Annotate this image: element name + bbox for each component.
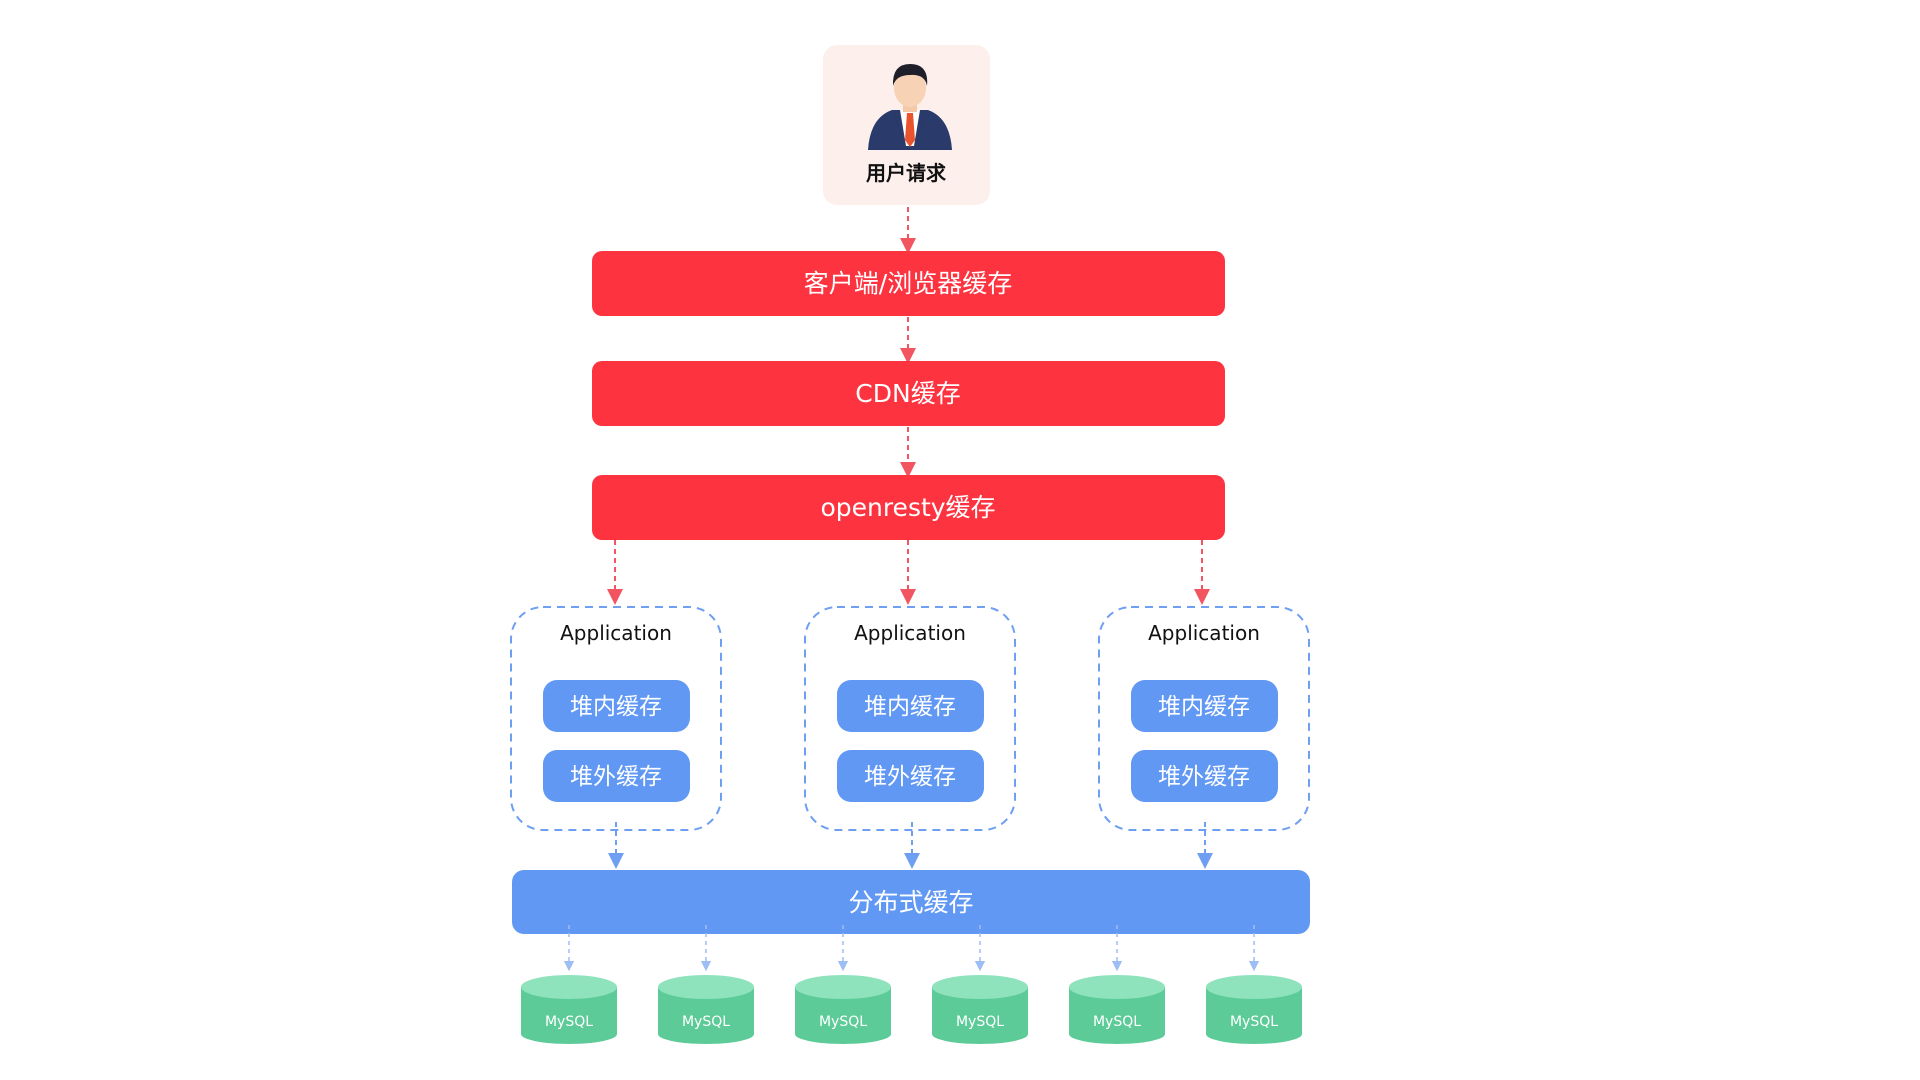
application-box-2: Application 堆内缓存 堆外缓存 xyxy=(804,606,1016,831)
heap-cache-label: 堆内缓存 xyxy=(1158,694,1250,720)
distributed-to-db-connectors xyxy=(563,925,1260,972)
application-title: Application xyxy=(560,621,672,645)
top-layer-connectors xyxy=(607,207,1210,605)
heap-cache-pill: 堆内缓存 xyxy=(1131,680,1278,732)
offheap-cache-label: 堆外缓存 xyxy=(570,764,662,790)
businessman-icon xyxy=(868,64,952,150)
application-title: Application xyxy=(1148,621,1260,645)
heap-cache-pill: 堆内缓存 xyxy=(837,680,984,732)
heap-cache-label: 堆内缓存 xyxy=(570,694,662,720)
application-box-1: Application 堆内缓存 堆外缓存 xyxy=(510,606,722,831)
client-browser-cache-layer: 客户端/浏览器缓存 xyxy=(592,251,1225,316)
openresty-cache-label: openresty缓存 xyxy=(820,493,995,522)
mysql-database-5: MySQL xyxy=(1069,975,1165,1044)
mysql-database-2: MySQL xyxy=(658,975,754,1044)
mysql-database-1: MySQL xyxy=(521,975,617,1044)
distributed-cache-label: 分布式缓存 xyxy=(848,888,973,917)
user-request-card: 用户请求 xyxy=(823,45,990,205)
mysql-label: MySQL xyxy=(682,1014,730,1030)
distributed-cache-layer: 分布式缓存 xyxy=(512,870,1310,934)
client-browser-cache-label: 客户端/浏览器缓存 xyxy=(804,269,1012,298)
mysql-label: MySQL xyxy=(956,1014,1004,1030)
heap-cache-pill: 堆内缓存 xyxy=(543,680,690,732)
mysql-label: MySQL xyxy=(1230,1014,1278,1030)
mysql-label: MySQL xyxy=(545,1014,593,1030)
mysql-label: MySQL xyxy=(1093,1014,1141,1030)
application-box-3: Application 堆内缓存 堆外缓存 xyxy=(1098,606,1310,831)
mysql-database-3: MySQL xyxy=(795,975,891,1044)
user-request-label: 用户请求 xyxy=(866,161,947,185)
app-to-distributed-connectors xyxy=(608,822,1213,869)
cdn-cache-label: CDN缓存 xyxy=(855,379,960,408)
offheap-cache-label: 堆外缓存 xyxy=(1158,764,1250,790)
openresty-cache-layer: openresty缓存 xyxy=(592,475,1225,540)
application-title: Application xyxy=(854,621,966,645)
offheap-cache-label: 堆外缓存 xyxy=(864,764,956,790)
cdn-cache-layer: CDN缓存 xyxy=(592,361,1225,426)
mysql-database-6: MySQL xyxy=(1206,975,1302,1044)
offheap-cache-pill: 堆外缓存 xyxy=(837,750,984,802)
offheap-cache-pill: 堆外缓存 xyxy=(543,750,690,802)
mysql-label: MySQL xyxy=(819,1014,867,1030)
offheap-cache-pill: 堆外缓存 xyxy=(1131,750,1278,802)
heap-cache-label: 堆内缓存 xyxy=(864,694,956,720)
mysql-database-4: MySQL xyxy=(932,975,1028,1044)
